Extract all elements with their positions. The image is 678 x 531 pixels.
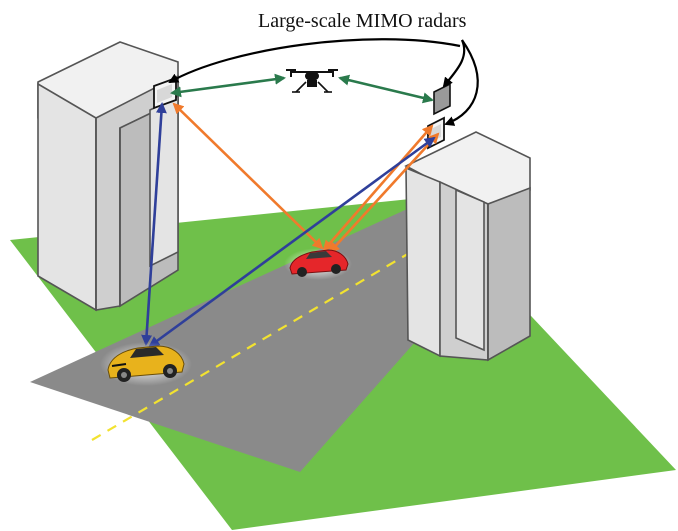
link-right-radar-yellow-car [148, 136, 436, 348]
yellow-car-icon [100, 342, 192, 386]
link-left-radar-uav [170, 73, 286, 98]
caption-arrow-right-upper [442, 39, 466, 88]
figure-caption: Large-scale MIMO radars [258, 10, 467, 32]
building-right [404, 131, 531, 362]
link-uav-right-radar [338, 74, 434, 104]
radar-panel-right-upper [433, 82, 451, 116]
caption-arrow-left [168, 38, 461, 83]
red-car-icon [284, 248, 352, 280]
uav-drone-icon [286, 69, 338, 93]
caption-arrow-right-lower [444, 39, 479, 126]
